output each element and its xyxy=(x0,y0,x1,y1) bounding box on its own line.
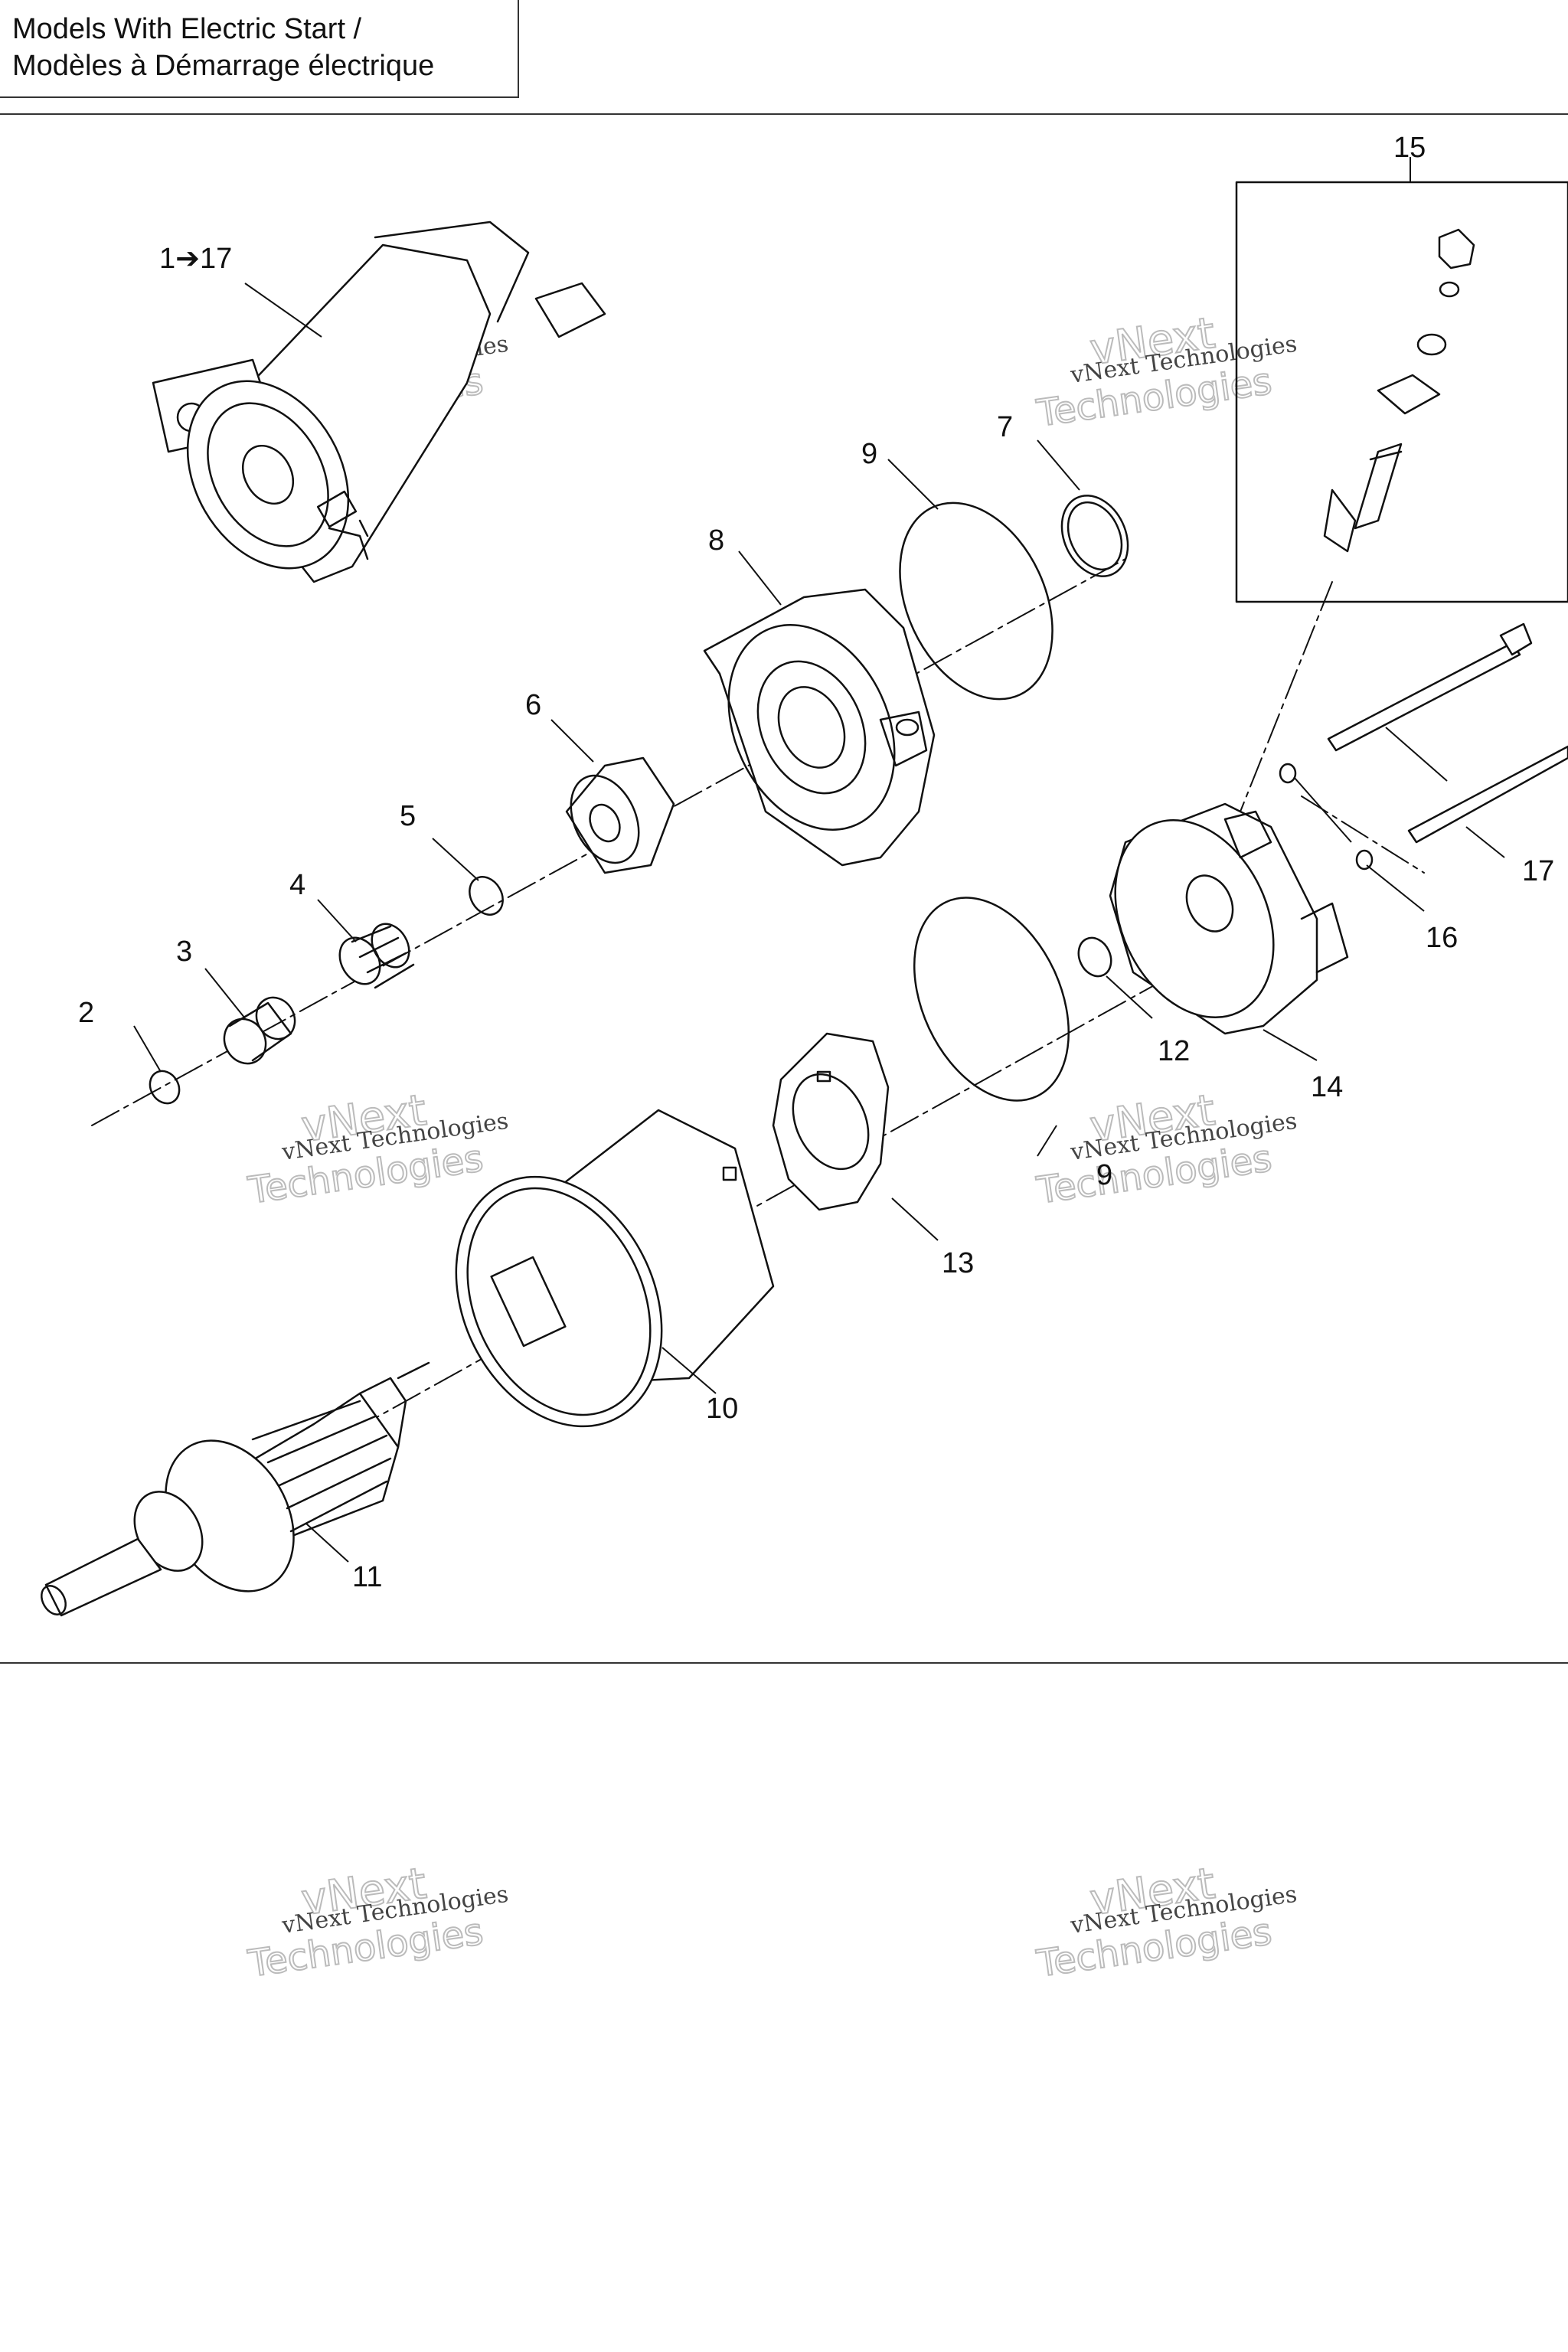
part-2-snap-ring xyxy=(149,1070,181,1105)
callout-17: 17 xyxy=(1522,855,1554,887)
part-12-ring xyxy=(1077,936,1112,978)
page-title-line-2: Modèles à Démarrage électrique xyxy=(12,50,435,82)
callout-14: 14 xyxy=(1311,1071,1343,1103)
callout-5: 5 xyxy=(400,800,416,832)
part-10-yoke xyxy=(455,1109,775,1428)
part-11-armature xyxy=(41,1361,430,1617)
starter-assembly xyxy=(152,220,606,583)
part-5-ring xyxy=(469,876,504,916)
part-15-detail-box xyxy=(1235,181,1568,603)
callout-15: 15 xyxy=(1393,132,1426,164)
part-9-o-ring-lower xyxy=(913,897,1070,1102)
callout-6: 6 xyxy=(525,689,541,721)
callout-2: 2 xyxy=(78,997,94,1029)
part-8-drive-housing xyxy=(703,588,936,867)
watermark-5: vNext vNext Technologies Technologies xyxy=(244,1858,510,1987)
bottom-divider xyxy=(0,1662,1568,1664)
part-13-brush-plate xyxy=(772,1032,890,1211)
callout-7: 7 xyxy=(997,411,1013,443)
part-9-o-ring-upper xyxy=(899,501,1054,701)
callout-4: 4 xyxy=(289,869,305,901)
part-6-pinion xyxy=(565,756,675,874)
callout-16: 16 xyxy=(1426,922,1458,954)
title-box: Models With Electric Start / Modèles à D… xyxy=(0,0,519,98)
callout-10: 10 xyxy=(706,1393,738,1425)
watermark-4: vNext vNext Technologies Technologies xyxy=(1033,1085,1298,1214)
callout-9-lower: 9 xyxy=(1096,1159,1112,1191)
top-divider xyxy=(0,113,1568,115)
part-14-end-cover xyxy=(1109,802,1349,1035)
watermark-2: vNext vNext Technologies Technologies xyxy=(1033,308,1298,436)
page-title-line-1: Models With Electric Start / xyxy=(12,13,362,45)
callout-assembly: 1➔17 xyxy=(159,243,232,275)
callout-13: 13 xyxy=(942,1247,974,1279)
part-15-terminal-kit xyxy=(1323,228,1475,553)
watermark-6: vNext vNext Technologies Technologies xyxy=(1033,1858,1298,1987)
part-16-washer-2 xyxy=(1355,849,1374,871)
part-16-washer-1 xyxy=(1279,763,1297,784)
part-4-spring xyxy=(338,923,415,989)
part-3-bushing xyxy=(223,996,296,1065)
callout-3: 3 xyxy=(176,936,192,968)
part-7-o-ring xyxy=(1060,495,1129,577)
part-17-through-bolts xyxy=(1327,622,1568,844)
callout-9-upper: 9 xyxy=(861,438,877,470)
callout-11: 11 xyxy=(352,1561,382,1593)
callout-8: 8 xyxy=(708,524,724,557)
watermark-3: vNext vNext Technologies Technologies xyxy=(244,1085,510,1214)
leader-lines xyxy=(133,157,1505,1563)
callout-12: 12 xyxy=(1158,1035,1190,1067)
